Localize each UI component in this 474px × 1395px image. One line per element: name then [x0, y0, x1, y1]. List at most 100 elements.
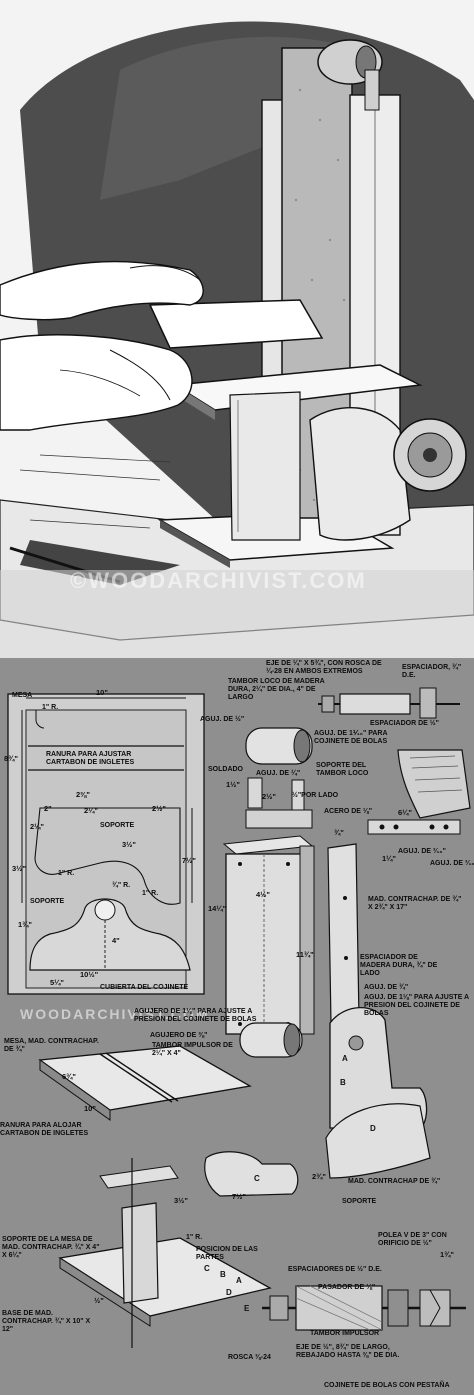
table-support: [229, 391, 301, 541]
dim-1-2: ½": [94, 1296, 104, 1305]
idler-drum: [245, 727, 313, 765]
label-cojinete: COJINETE DE BOLAS CON PESTAÑA: [324, 1382, 450, 1389]
dim-3-1-2c: 3½": [174, 1196, 188, 1205]
part-letter-c-support: C: [254, 1174, 260, 1183]
part-letter-c-pos: C: [204, 1264, 210, 1273]
drive-shaft-section: [262, 1285, 466, 1331]
drive-drum: [239, 1022, 303, 1058]
dim-11-3-4: 11¾": [296, 950, 314, 959]
label-posicion: POSICION DE LAS PARTES: [196, 1246, 258, 1261]
label-rosca: ROSCA ⅜-24: [228, 1354, 271, 1361]
dim-2-3-8: 2⅜": [76, 790, 90, 799]
dim-3-4: ¾": [334, 828, 344, 837]
tension-bracket: [364, 69, 380, 111]
dim-1-3-4b: 1¾": [440, 1250, 454, 1259]
label-agujero-ajuste: AGUJERO DE 1⅛" PARA AJUSTE A PRESION DEL…: [134, 1008, 257, 1023]
label-eje: EJE DE ¼" x 5¾", CON ROSCA DE ¼-28 EN AM…: [266, 660, 382, 675]
dim-4-1-2: 4½": [256, 890, 270, 899]
label-espaciador-mid: ESPACIADOR DE ½": [370, 720, 439, 727]
dim-5-1-4: 5¼": [50, 978, 64, 987]
label-one-r-b: 1" R.: [58, 870, 75, 877]
dim-10: 10": [96, 688, 108, 697]
dim-2-1-2b: 2½": [262, 792, 276, 801]
label-pasador: PASADOR DE ⅛": [318, 1284, 376, 1291]
dim-2-1-4: 2¼": [30, 822, 44, 831]
dim-1-1-2: 1½": [226, 780, 240, 789]
label-soporte-c: SOPORTE: [342, 1198, 377, 1205]
label-one-r-c: 1" R.: [142, 890, 159, 897]
label-aguj-1-1-16: AGUJ. DE 1⅟₁₆" PARA COJINETE DE BOLAS: [314, 730, 388, 745]
table-support-assembly: [121, 1202, 159, 1304]
label-tambor-impulsor-bottom: TAMBOR IMPULSOR: [310, 1330, 380, 1337]
label-tambor-impulsor: TAMBOR IMPULSOR DE 2¼" x 4": [152, 1042, 233, 1057]
label-one-r: 1" R.: [42, 704, 59, 711]
watermark-site-mid: WOODARCHIVIST.COM: [20, 1006, 210, 1022]
label-espaciadores-bottom: ESPACIADORES DE ½" D.E.: [288, 1266, 382, 1273]
dim-6-3-4: 6¾": [62, 1072, 76, 1081]
label-three-quarter-r: ¾" R.: [112, 882, 131, 889]
idler-bracket-detail: [397, 749, 471, 819]
part-letter-a-pos: A: [236, 1276, 242, 1285]
dim-7-1-2: 7½": [182, 856, 196, 865]
part-letter-d-pos: D: [226, 1288, 232, 1297]
label-soporte-mesa: SOPORTE DE LA MESA DE MAD. CONTRACHAP. ¾…: [2, 1236, 100, 1259]
support-outline: [34, 807, 181, 905]
dim-3-1-2b: 3½": [12, 864, 26, 873]
label-aguj-half: AGUJ. DE ½": [200, 716, 245, 723]
workpiece-board: [148, 299, 324, 349]
label-aguj-3-4: AGUJ. DE ¾": [364, 984, 409, 991]
label-aguj-quarter: AGUJ. DE ¼": [256, 770, 301, 777]
label-ranura-ajustar: RANURA PARA AJUSTAR CARTABON DE INGLETES: [46, 751, 135, 766]
label-one-r-d: 1" R.: [186, 1234, 203, 1241]
label-tambor-loco: TAMBOR LOCO DE MADERA DURA, 2¼" DE DIA.,…: [228, 678, 325, 701]
dim-2-3-4: 2¾": [312, 1172, 326, 1181]
dim-1-3-4: 1¾": [18, 920, 32, 929]
label-aguj-ajuste: AGUJ. DE 1⅛" PARA AJUSTE A PRESION DEL C…: [364, 994, 469, 1017]
label-soporte-tambor: SOPORTE DEL TAMBOR LOCO: [316, 762, 369, 777]
part-letter-e-pos: E: [244, 1304, 250, 1313]
label-por-lado: ½"POR LADO: [292, 792, 339, 799]
dim-10-1-2: 10½": [80, 970, 99, 979]
bottom-band: [0, 570, 474, 658]
dim-2-1-2: 2½": [152, 804, 166, 813]
watermark-site-top: ©WOODARCHIVIST.COM: [70, 568, 367, 593]
dim-8-3-4: 8¾": [4, 754, 18, 763]
support-c: [204, 1151, 299, 1197]
label-mesa: MESA: [12, 692, 33, 699]
dim-10b: 10": [84, 1104, 96, 1113]
steel-strip: [367, 819, 461, 835]
dim-14-1-4: 14¼": [208, 904, 227, 913]
label-soporte-mid: SOPORTE: [100, 822, 135, 829]
label-acero: ACERO DE ⅛": [324, 808, 373, 815]
belt-sander-illustration: ©WOODARCHIVIST.COM: [0, 0, 474, 658]
idler-shaft-assembly: [318, 687, 460, 719]
label-mad-contrachap-3-4: MAD. CONTRACHAP DE ¾": [348, 1178, 441, 1185]
part-letter-d-base: D: [370, 1124, 376, 1133]
label-soldado: SOLDADO: [208, 766, 243, 773]
dim-2: 2": [44, 804, 52, 813]
plans-drawing: [7, 687, 471, 1348]
belt-sander-drawing: [0, 21, 474, 658]
label-agujero-3-8: AGUJERO DE ⅜": [150, 1032, 208, 1039]
part-letter-b-pos: B: [220, 1270, 226, 1279]
label-aguj-3-16-a: AGUJ. DE ³⁄₁₆": [398, 848, 446, 855]
label-mad-contrachap-top: MAD. CONTRACHAP. DE ¾" x 2¾" x 17": [368, 896, 462, 911]
motor-bracket: [309, 407, 411, 541]
label-soporte-low: SOPORTE: [30, 898, 65, 905]
dim-7-1-2b: 7½": [232, 1192, 246, 1201]
lower-hand: [0, 334, 193, 431]
label-cubierta: CUBIERTA DEL COJINETE: [100, 984, 189, 991]
construction-plans: WOODARCHIVIST.COM MESA RANURA PARA AJUST…: [0, 658, 474, 1395]
label-aguj-3-16-b: AGUJ. DE ³⁄₁₆": [430, 860, 474, 867]
part-letter-a-column: A: [342, 1054, 348, 1063]
label-mesa-mad: MESA, MAD. CONTRACHAP. DE ¾": [4, 1038, 99, 1053]
dim-3-1-2: 3½": [122, 840, 136, 849]
dim-4: 4": [112, 936, 120, 945]
label-base: BASE DE MAD. CONTRACHAP. ¾" x 10" x 12": [2, 1310, 91, 1333]
label-ranura-alojar: RANURA PARA ALOJAR CARTABON DE INGLETES: [0, 1122, 89, 1137]
dim-1-1-4: 1¼": [382, 854, 396, 863]
column-box: [222, 835, 315, 1035]
label-eje-bottom: EJE DE ½", 8¾" DE LARGO, REBAJADO HASTA …: [296, 1344, 400, 1359]
label-espaciador-madera: ESPACIADOR DE MADERA DURA, ¾" DE LADO: [360, 954, 438, 977]
bearing-cover-outline: [29, 898, 191, 971]
